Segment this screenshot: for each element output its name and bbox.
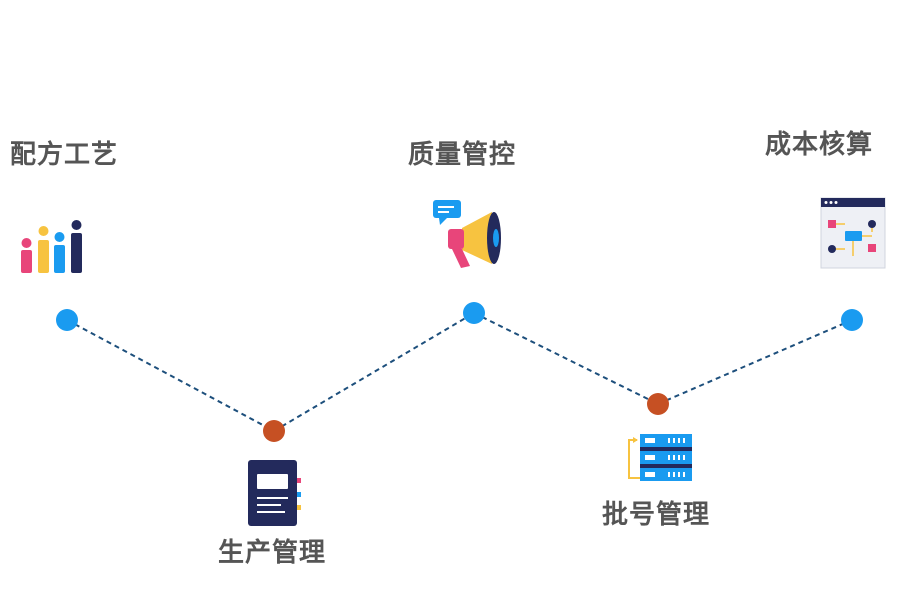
label-cost: 成本核算 bbox=[765, 130, 874, 160]
node-dot-quality bbox=[463, 302, 485, 324]
flowchart-window-icon bbox=[820, 197, 886, 269]
connector-quality-batch bbox=[473, 312, 659, 405]
label-production: 生产管理 bbox=[218, 538, 327, 568]
bar-people-icon bbox=[21, 220, 82, 273]
connector-recipe-production bbox=[66, 319, 275, 432]
server-rack-icon bbox=[628, 434, 692, 481]
label-quality: 质量管控 bbox=[408, 140, 517, 170]
megaphone-icon bbox=[433, 200, 501, 268]
connector-lines bbox=[66, 312, 853, 432]
node-dot-recipe bbox=[56, 309, 78, 331]
node-dot-cost bbox=[841, 309, 863, 331]
notebook-icon bbox=[248, 460, 301, 526]
label-recipe: 配方工艺 bbox=[10, 140, 119, 170]
label-batch: 批号管理 bbox=[602, 500, 711, 530]
node-dot-batch bbox=[647, 393, 669, 415]
connector-production-quality bbox=[273, 312, 475, 432]
node-dot-production bbox=[263, 420, 285, 442]
connector-batch-cost bbox=[657, 319, 853, 405]
